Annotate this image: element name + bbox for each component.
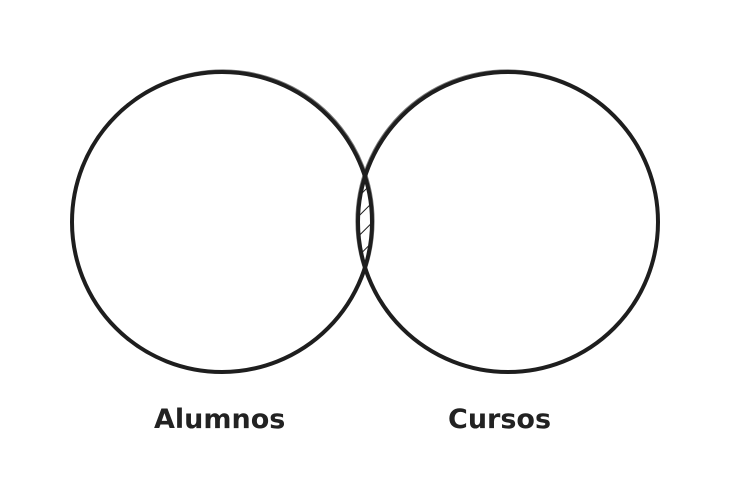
alumnos-circle-sketch xyxy=(71,69,375,373)
alumnos-label: Alumnos xyxy=(154,404,286,435)
cursos-circle xyxy=(356,70,660,374)
cursos-circle-sketch xyxy=(355,69,659,373)
alumnos-circle xyxy=(70,70,374,374)
cursos-label: Cursos xyxy=(448,404,552,435)
